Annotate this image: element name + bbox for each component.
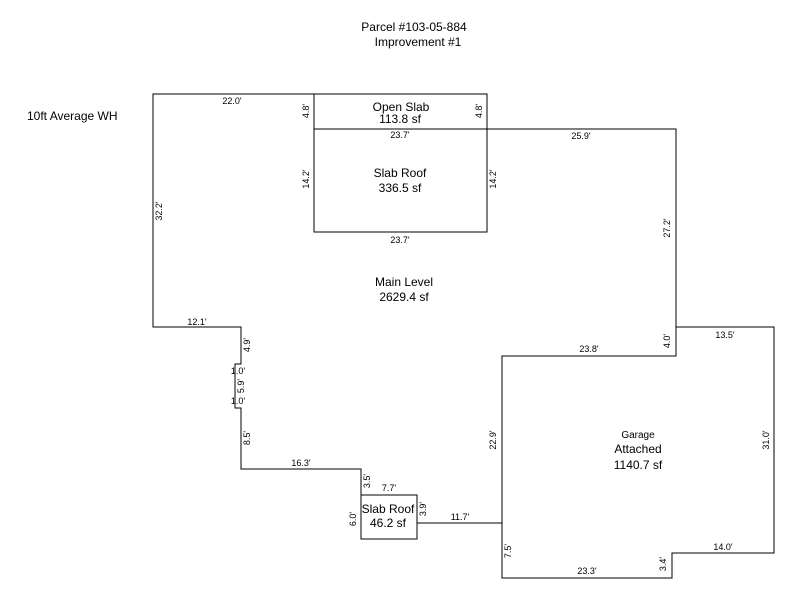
main-level-outline [152,93,677,524]
dim-slab-roof-top: 23.7' [390,130,410,140]
dim-garage-bottom-left: 7.5' [503,544,513,559]
main-level-label: Main Level [375,275,433,289]
improvement-title: Improvement #1 [375,35,462,49]
dim-jog-c: 5.9' [236,379,246,394]
dim-to-garage: 11.7' [451,512,470,522]
dim-small-slab-left-step: 3.5' [362,474,372,489]
wall-height-note: 10ft Average WH [27,109,118,123]
open-slab-size: 113.8 sf [379,112,421,126]
dim-main-top: 22.0' [222,96,242,106]
dim-jog-a: 4.9' [242,338,252,353]
slab-roof-lower-label: Slab Roof [362,502,415,516]
open-slab-label: Open Slab [373,100,430,114]
dim-garage-right-top: 13.5' [715,330,735,340]
parcel-title: Parcel #103-05-884 [361,20,467,34]
dim-lower-run: 16.3' [291,458,311,468]
dim-main-left: 32.2' [154,201,164,221]
dim-jog-b: 1.0' [231,366,246,376]
slab-roof-upper-label: Slab Roof [374,166,427,180]
dim-slab-roof-left: 14.2' [301,169,311,189]
dim-garage-left: 22.9' [488,430,498,450]
dim-main-upper-right: 25.9' [571,131,591,141]
dim-garage-bottom: 23.3' [577,566,597,576]
garage-kind-label: Garage [621,430,655,441]
dim-open-slab-right: 4.8' [474,104,484,119]
dim-small-slab-left: 6.0' [348,512,358,527]
slab-roof-upper-size: 336.5 sf [379,181,422,195]
slab-roof-lower-outline [360,494,418,540]
dim-open-slab-left: 4.8' [301,104,311,119]
garage-outline [501,326,775,579]
dim-garage-bottom-step: 3.4' [658,557,668,572]
garage-size: 1140.7 sf [614,458,663,472]
dim-main-lower-left: 12.1' [187,317,207,327]
dim-garage-right: 31.0' [761,430,771,450]
dim-garage-top: 23.8' [579,344,599,354]
slab-roof-lower-size: 46.2 sf [370,516,407,530]
dim-garage-bottom-right: 14.0' [713,542,733,552]
dim-slab-roof-bottom: 23.7' [390,235,410,245]
dim-garage-top-step: 4.0' [662,334,672,349]
dim-slab-roof-right: 14.2' [488,169,498,189]
garage-label: Attached [614,442,661,456]
dim-main-right: 27.2' [662,218,672,238]
main-level-size: 2629.4 sf [379,290,429,304]
dim-jog-d: 1.0' [231,396,246,406]
dim-jog-e: 8.5' [242,431,252,446]
slab-roof-upper-outline [313,128,488,233]
dim-small-slab-right: 3.9' [418,502,428,517]
dim-small-slab-top: 7.7' [382,483,397,493]
